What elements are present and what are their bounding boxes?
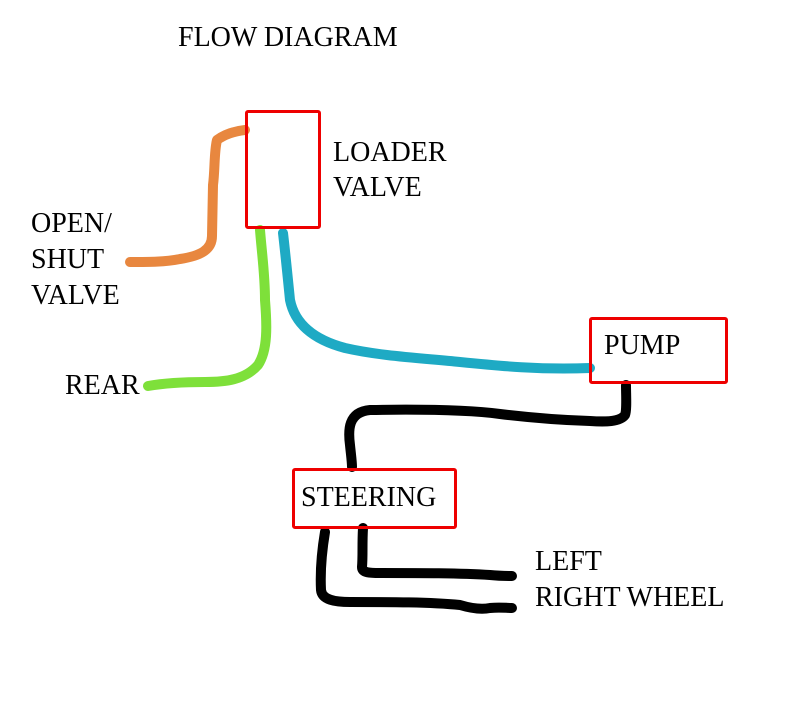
open-shut-valve-label-line1: OPEN/ [31, 208, 112, 239]
connection-steering-to-right [315, 527, 517, 614]
open-shut-valve-label-line2: SHUT [31, 244, 105, 275]
connection-open-shut-to-loader [125, 125, 250, 267]
pump-label: PUMP [604, 330, 681, 361]
connection-loader-to-rear [143, 225, 272, 391]
connection-steering-to-left [357, 523, 517, 581]
loader-valve-label-line1: LOADER [333, 137, 447, 168]
connection-loader-to-pump [278, 228, 595, 374]
rear-label: REAR [65, 370, 140, 401]
open-shut-valve-label-line3: VALVE [31, 280, 120, 311]
right-wheel-label: RIGHT WHEEL [535, 582, 725, 613]
pump-box [589, 317, 728, 384]
loader-valve-label-line2: VALVE [333, 172, 422, 203]
connection-pump-to-steering [344, 380, 632, 472]
left-wheel-label: LEFT [535, 546, 602, 577]
steering-box [292, 468, 457, 529]
steering-label: STEERING [301, 482, 437, 513]
diagram-title: FLOW DIAGRAM [178, 22, 398, 53]
loader-valve-box [245, 110, 321, 229]
